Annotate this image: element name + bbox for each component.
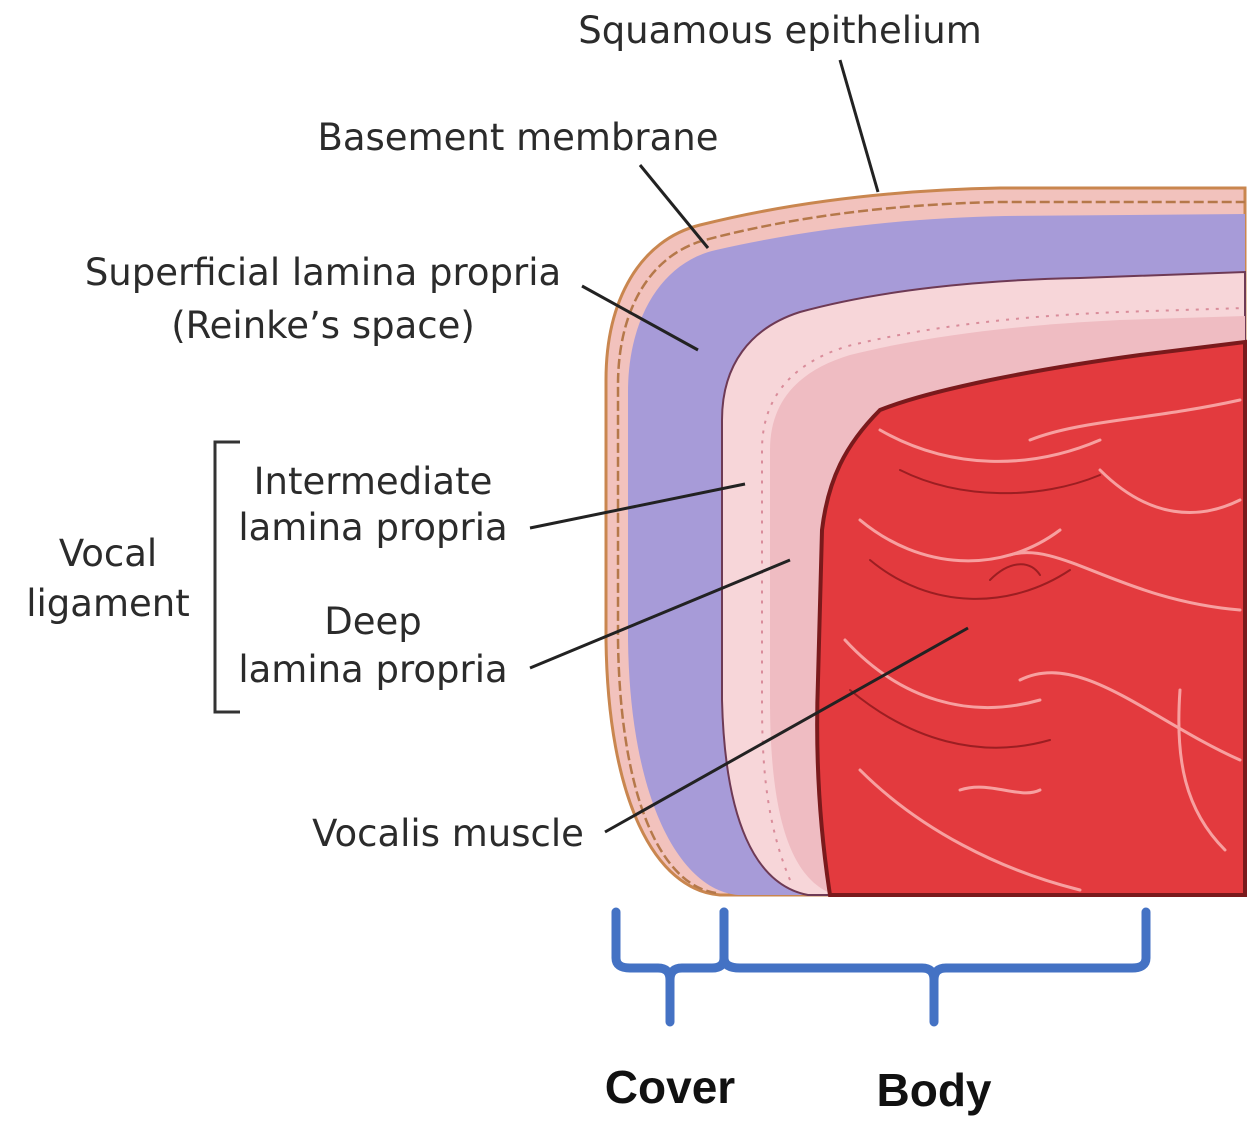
label-body: Body (877, 1064, 992, 1116)
cover-brace (616, 912, 724, 1022)
label-intermediate-line2: lamina propria (238, 506, 507, 549)
label-deep-line2: lamina propria (238, 648, 507, 691)
label-vocal: Vocal (59, 532, 157, 575)
label-reinkes-space: (Reinke’s space) (171, 304, 475, 347)
label-vocalis-muscle: Vocalis muscle (312, 812, 584, 855)
label-deep-line1: Deep (324, 600, 422, 643)
label-cover: Cover (605, 1061, 735, 1113)
vocal-fold-cross-section (606, 188, 1245, 895)
leader-squamous-epithelium (840, 60, 878, 192)
body-brace (724, 912, 1146, 1022)
label-intermediate-line1: Intermediate (254, 460, 493, 503)
vocal-ligament-bracket (215, 442, 240, 712)
label-squamous-epithelium: Squamous epithelium (578, 9, 982, 52)
label-basement-membrane: Basement membrane (317, 116, 718, 159)
label-superficial-lamina-propria: Superficial lamina propria (85, 251, 561, 294)
cover-body-braces (616, 912, 1146, 1022)
label-ligament: ligament (26, 582, 189, 625)
vocalis-muscle-body (817, 342, 1245, 895)
